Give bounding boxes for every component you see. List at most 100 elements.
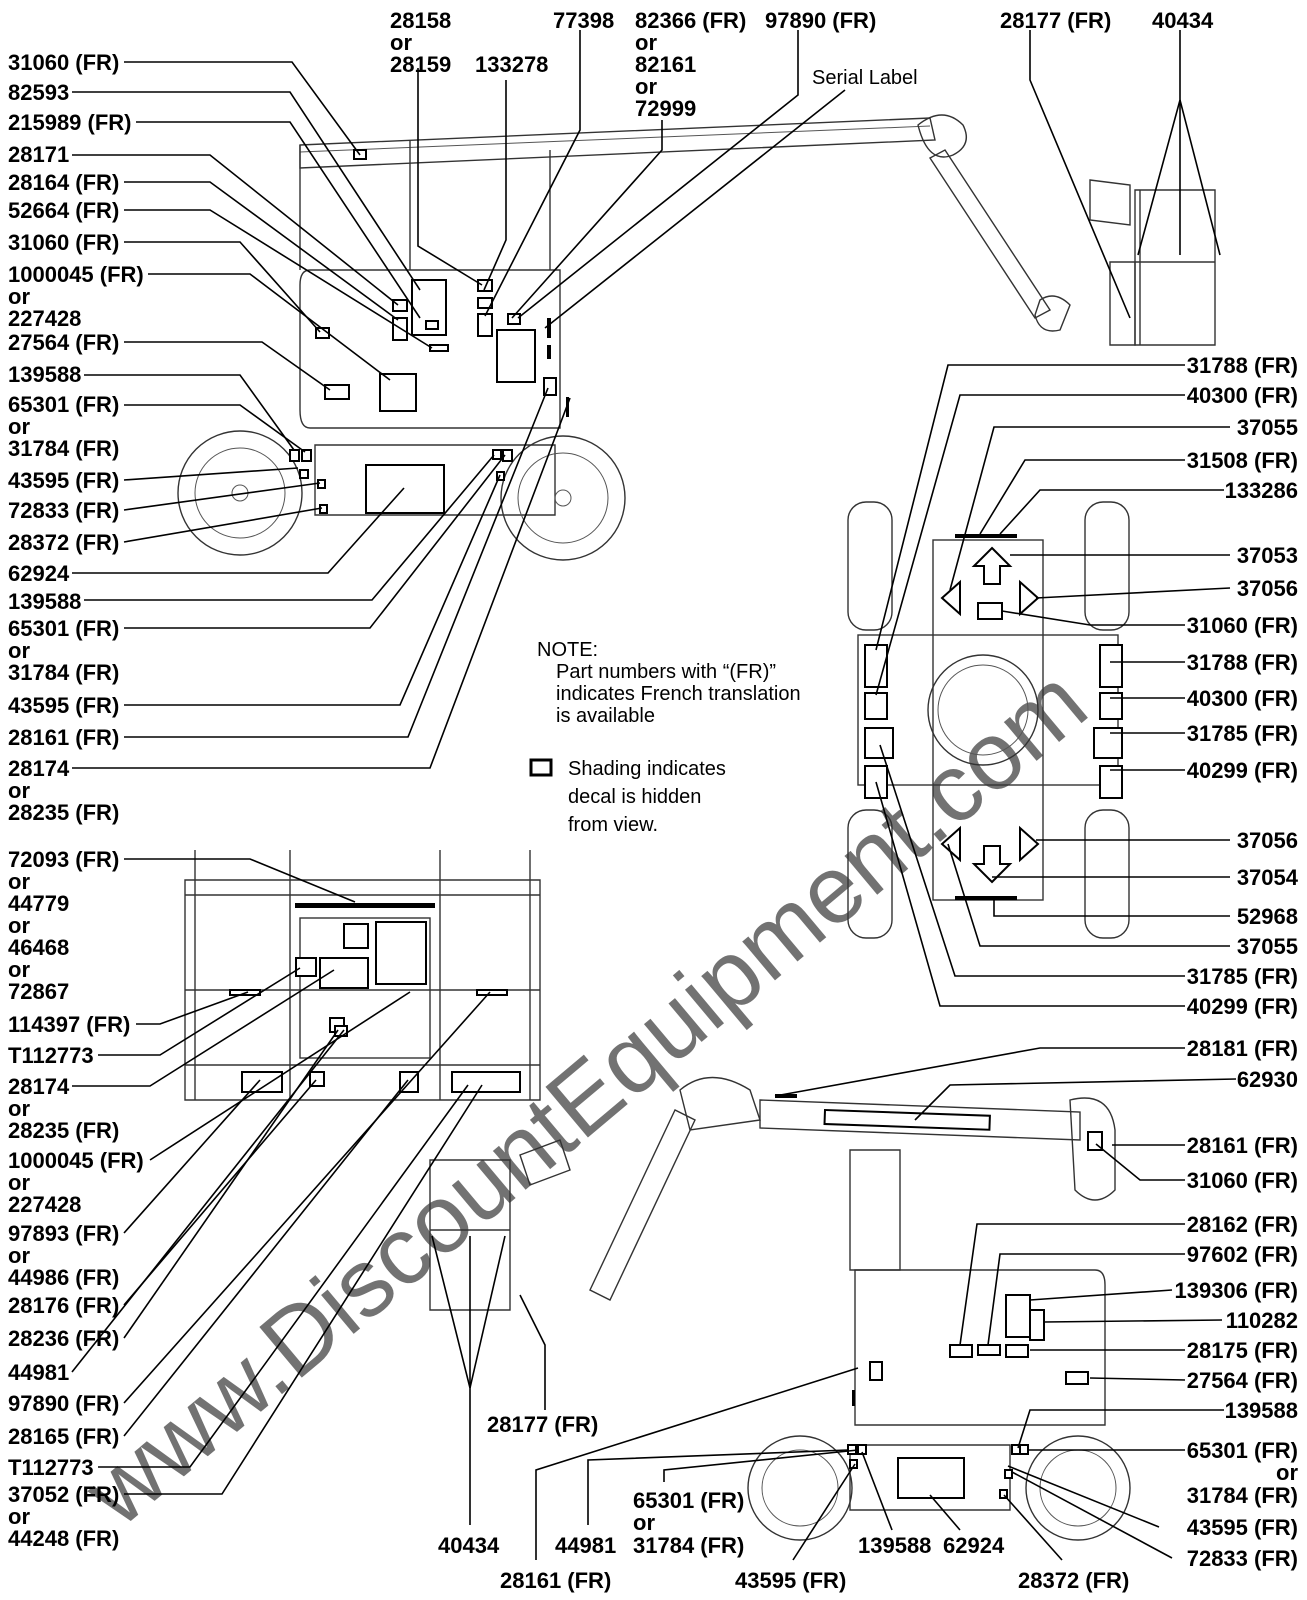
- machine-side-view-bottom: [429, 1076, 1131, 1541]
- callout-label: 65301 (FR): [8, 616, 119, 641]
- callout-label: 133286: [1225, 478, 1298, 503]
- callout-label: or: [8, 284, 30, 309]
- leader-lines: [71, 30, 1237, 1561]
- callout-label: 40434: [438, 1533, 500, 1558]
- note-line: indicates French translation: [556, 683, 801, 705]
- callout-label: 114397 (FR): [8, 1012, 130, 1037]
- callout-label: 31785 (FR): [1187, 964, 1298, 989]
- callout-label: 52968: [1237, 904, 1298, 929]
- callout-label: 28181 (FR): [1187, 1036, 1298, 1061]
- callout-label: 28171: [8, 142, 69, 167]
- callout-label: 28235 (FR): [8, 800, 119, 825]
- callout-label: 37052 (FR): [8, 1482, 119, 1507]
- callout-label: 37056: [1237, 576, 1298, 601]
- callout-label: 227428: [8, 1192, 81, 1217]
- callout-label: 28177 (FR): [487, 1412, 598, 1437]
- platform-basket-top: [1134, 189, 1216, 346]
- callout-label: 31784 (FR): [1187, 1483, 1298, 1508]
- callout-label: 27564 (FR): [8, 330, 119, 355]
- callout-label: or: [8, 778, 30, 803]
- callout-label: 82161: [635, 52, 696, 77]
- serial-label-text: Serial Label: [812, 67, 918, 89]
- callout-label: 44981: [8, 1360, 69, 1385]
- callout-label: 72093 (FR): [8, 847, 119, 872]
- callout-label: 1000045 (FR): [8, 1148, 144, 1173]
- callout-label: 28176 (FR): [8, 1293, 119, 1318]
- callout-label: 65301 (FR): [8, 392, 119, 417]
- callout-label: 72867: [8, 979, 69, 1004]
- note-line: Part numbers with “(FR)”: [556, 661, 776, 683]
- callout-label: 31785 (FR): [1187, 721, 1298, 746]
- shading-legend: Shading indicates decal is hidden from v…: [529, 758, 726, 836]
- callout-label: 37056: [1237, 828, 1298, 853]
- callout-label: or: [8, 638, 30, 663]
- callout-label: 31788 (FR): [1187, 650, 1298, 675]
- callout-label: 37055: [1237, 934, 1298, 959]
- callout-label: 52664 (FR): [8, 198, 119, 223]
- callout-label: 72833 (FR): [8, 498, 119, 523]
- callout-label: 43595 (FR): [8, 468, 119, 493]
- callout-label: or: [8, 957, 30, 982]
- callout-label: 40299 (FR): [1187, 758, 1298, 783]
- callout-label: 28158: [390, 8, 451, 33]
- callout-label: 28372 (FR): [1018, 1568, 1129, 1593]
- callout-label: 28159: [390, 52, 451, 77]
- callout-label: 31060 (FR): [1187, 613, 1298, 638]
- callout-label: 31060 (FR): [8, 50, 119, 75]
- callout-label: 31508 (FR): [1187, 448, 1298, 473]
- callout-label: 82593: [8, 80, 69, 105]
- callout-label: 44779: [8, 891, 69, 916]
- callout-labels-bottom-left: 72093 (FR) or 44779 or 46468 or 72867 11…: [8, 847, 144, 1551]
- callout-label: 43595 (FR): [735, 1568, 846, 1593]
- callout-label: 28161 (FR): [500, 1568, 611, 1593]
- callout-labels-bottom-right: 28181 (FR) 62930 28161 (FR) 31060 (FR) 2…: [1174, 1036, 1298, 1571]
- legend-line: from view.: [568, 814, 658, 836]
- callout-label: 40299 (FR): [1187, 994, 1298, 1019]
- platform-front-view: [184, 850, 541, 1101]
- callout-label: 28175 (FR): [1187, 1338, 1298, 1363]
- callout-label: 28236 (FR): [8, 1326, 119, 1351]
- mast-top: [299, 140, 551, 270]
- callout-label: 43595 (FR): [8, 693, 119, 718]
- callout-label: 97890 (FR): [8, 1391, 119, 1416]
- callout-label: 72999: [635, 96, 696, 121]
- callout-label: 28177 (FR): [1000, 8, 1111, 33]
- machine-plan-view-right: [847, 501, 1130, 939]
- chassis-bottom: [849, 1444, 1011, 1511]
- callout-label: 28161 (FR): [1187, 1133, 1298, 1158]
- note-block: NOTE: Part numbers with “(FR)” indicates…: [537, 639, 801, 727]
- callout-label: 28174: [8, 756, 70, 781]
- boom-knuckle: [917, 114, 967, 158]
- callout-label: 97602 (FR): [1187, 1242, 1298, 1267]
- callout-label: 28165 (FR): [8, 1424, 119, 1449]
- callout-label: 46468: [8, 935, 69, 960]
- callout-labels-bottom-row: 28177 (FR) 40434 44981 65301 (FR) or 317…: [438, 1412, 1129, 1593]
- boom-upper: [299, 117, 936, 169]
- turntable-top: [299, 269, 561, 429]
- callout-label: or: [8, 913, 30, 938]
- callout-label: 77398: [553, 8, 614, 33]
- callout-label: T112773: [8, 1043, 94, 1068]
- legend-line: Shading indicates: [568, 758, 726, 780]
- chassis-top: [314, 444, 556, 516]
- jib-arm: [928, 149, 1052, 319]
- shaded-decal-swatch: [529, 758, 553, 777]
- callout-label: or: [635, 74, 657, 99]
- callout-label: 28164 (FR): [8, 170, 119, 195]
- callout-labels-top: 28158 or 28159 133278 77398 82366 (FR) o…: [390, 8, 1214, 121]
- callout-label: 72833 (FR): [1187, 1546, 1298, 1571]
- callout-label: 37055: [1237, 415, 1298, 440]
- wheel-left-top: [177, 430, 303, 556]
- callout-label: 62924: [943, 1533, 1005, 1558]
- note-title: NOTE:: [537, 639, 598, 661]
- callout-label: 133278: [475, 52, 548, 77]
- callout-label: 28372 (FR): [8, 530, 119, 555]
- callout-label: or: [8, 1504, 30, 1529]
- callout-label: 31060 (FR): [1187, 1168, 1298, 1193]
- callout-label: 31788 (FR): [1187, 353, 1298, 378]
- callout-label: 44986 (FR): [8, 1265, 119, 1290]
- callout-label: 44248 (FR): [8, 1526, 119, 1551]
- callout-label: 139588: [1225, 1398, 1298, 1423]
- callout-label: 28174: [8, 1074, 70, 1099]
